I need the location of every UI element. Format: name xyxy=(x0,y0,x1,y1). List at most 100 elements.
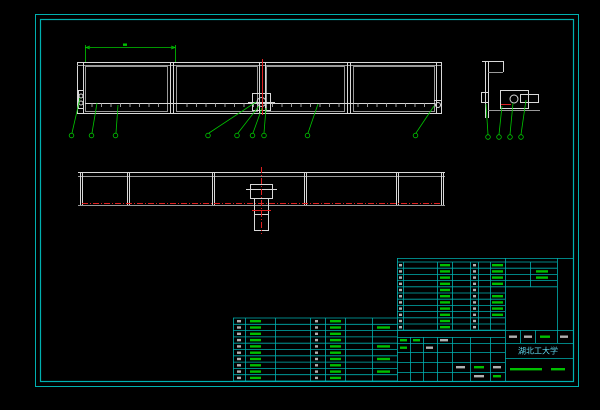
illegible-text-mark xyxy=(492,264,503,267)
illegible-text-mark xyxy=(492,313,503,316)
illegible-text-mark xyxy=(250,364,261,367)
leader-line xyxy=(71,97,81,134)
illegible-text-mark xyxy=(250,338,261,342)
plan-panel-1 xyxy=(85,66,168,112)
illegible-text-mark xyxy=(250,370,261,373)
illegible-text-mark xyxy=(250,332,261,335)
item-balloon xyxy=(112,132,119,139)
illegible-text-mark xyxy=(400,339,407,342)
illegible-text-mark xyxy=(330,376,341,380)
illegible-text-mark xyxy=(473,270,476,273)
end-bracket xyxy=(78,90,84,109)
plan-panel-2 xyxy=(176,66,258,112)
illegible-text-mark xyxy=(473,276,476,279)
end-roller xyxy=(78,93,84,99)
illegible-text-mark xyxy=(440,326,450,329)
illegible-text-mark xyxy=(250,357,261,361)
item-balloon xyxy=(205,132,211,139)
illegible-text-mark xyxy=(377,326,390,329)
illegible-text-mark xyxy=(551,368,565,371)
dimension-arrow xyxy=(85,45,176,50)
illegible-text-mark xyxy=(440,307,450,310)
illegible-text-mark xyxy=(315,338,318,342)
illegible-text-mark xyxy=(536,270,548,273)
side-top-bracket xyxy=(482,61,504,72)
illegible-text-mark xyxy=(237,326,241,329)
illegible-text-mark xyxy=(473,313,476,316)
illegible-text-mark xyxy=(237,332,241,335)
illegible-text-mark xyxy=(399,301,402,304)
illegible-text-mark xyxy=(315,332,318,335)
illegible-text-mark xyxy=(492,276,503,279)
illegible-text-mark xyxy=(315,370,318,373)
plan-view-leaders xyxy=(68,97,435,139)
illegible-text-mark xyxy=(473,307,476,310)
illegible-text-mark xyxy=(473,319,476,323)
plan-panel-3 xyxy=(266,66,345,112)
title-block-text-marks xyxy=(237,264,568,380)
item-balloon xyxy=(234,132,240,139)
illegible-text-mark xyxy=(250,376,261,380)
side-motor xyxy=(520,94,539,103)
illegible-text-mark xyxy=(474,366,484,369)
illegible-text-mark xyxy=(399,295,402,298)
illegible-text-mark xyxy=(399,270,402,273)
item-balloon xyxy=(88,132,95,139)
illegible-text-mark xyxy=(315,326,318,329)
side-drive-wheel xyxy=(509,94,519,104)
illegible-text-mark xyxy=(330,338,341,342)
leader-line xyxy=(498,105,503,135)
illegible-text-mark xyxy=(315,364,318,367)
end-roller xyxy=(435,102,441,108)
illegible-text-mark xyxy=(536,276,548,279)
item-balloon xyxy=(518,134,524,140)
side-guide-block xyxy=(481,92,489,103)
plan-dimension xyxy=(85,45,176,62)
illegible-text-mark xyxy=(399,313,402,316)
item-balloon xyxy=(485,134,491,140)
illegible-text-mark xyxy=(524,335,532,338)
illegible-text-mark xyxy=(237,357,241,361)
illegible-text-mark xyxy=(413,339,420,342)
illegible-text-mark xyxy=(330,326,341,329)
side-view xyxy=(481,61,540,118)
illegible-text-mark xyxy=(560,335,568,338)
illegible-text-mark xyxy=(492,301,503,304)
illegible-text-mark xyxy=(315,357,318,361)
illegible-text-mark xyxy=(426,346,433,349)
illegible-text-mark xyxy=(440,270,450,273)
illegible-text-mark xyxy=(250,326,261,329)
illegible-text-mark xyxy=(237,345,241,348)
item-balloon xyxy=(304,132,311,139)
leader-line xyxy=(307,103,319,134)
item-balloon xyxy=(261,132,267,139)
illegible-text-mark xyxy=(237,320,241,323)
plan-right-end-device xyxy=(434,100,441,108)
illegible-text-mark xyxy=(440,313,450,316)
illegible-text-mark xyxy=(473,301,476,304)
dimension-value-glyph xyxy=(123,43,127,46)
item-balloon xyxy=(496,134,502,140)
leader-line xyxy=(263,107,267,134)
illegible-text-mark xyxy=(330,351,341,354)
illegible-text-mark xyxy=(493,375,501,378)
illegible-text-mark xyxy=(399,288,402,292)
illegible-text-mark xyxy=(400,346,407,349)
illegible-text-mark xyxy=(440,276,450,279)
illegible-text-mark xyxy=(237,364,241,367)
illegible-text-mark xyxy=(473,326,476,329)
leader-line xyxy=(509,102,514,135)
illegible-text-mark xyxy=(440,339,448,342)
illegible-text-mark xyxy=(474,375,484,378)
illegible-text-mark xyxy=(440,282,450,285)
leader-line xyxy=(520,99,527,135)
frame-border xyxy=(39,18,575,383)
drawing-frame xyxy=(35,14,579,387)
illegible-text-mark xyxy=(315,376,318,380)
illegible-text-mark xyxy=(315,320,318,323)
illegible-text-mark xyxy=(330,357,341,361)
leader-line xyxy=(115,104,119,134)
illegible-text-mark xyxy=(237,376,241,380)
illegible-text-mark xyxy=(440,264,450,267)
illegible-text-mark xyxy=(237,370,241,373)
